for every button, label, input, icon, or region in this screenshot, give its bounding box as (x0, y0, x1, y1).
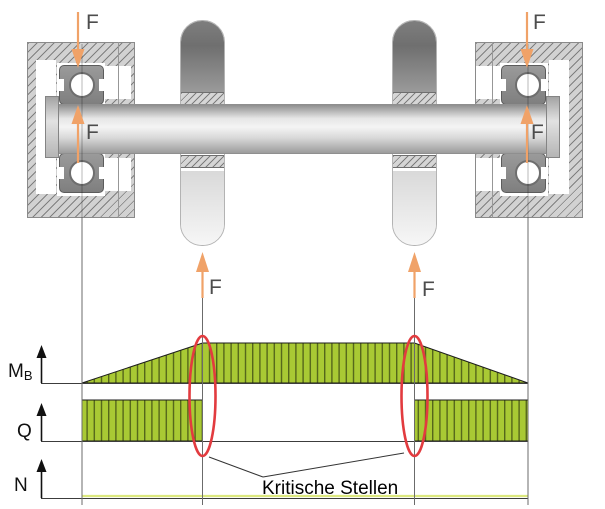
roller-left (180, 20, 225, 246)
bearing-race-notch (501, 79, 506, 91)
force-label: F (422, 278, 435, 301)
pointer-line (208, 456, 264, 478)
force-arrow-up-icon (408, 252, 421, 298)
roller-hatch-band (181, 155, 224, 168)
roller-bottom-section (393, 171, 436, 245)
force-arrow-up-icon (196, 252, 209, 298)
bearing-race-notch (59, 167, 64, 179)
critical-points-caption: Kritische Stellen (262, 478, 399, 499)
bearing-race-notch (99, 79, 104, 91)
shear-diagram-right-block (414, 399, 529, 442)
roller-bottom-section (181, 171, 224, 245)
moment-diagram-shape (81, 342, 529, 384)
bearing-race-notch (59, 79, 64, 91)
bearing-race-notch (541, 167, 546, 179)
force-arrow-up-icon (520, 105, 534, 163)
axis-arrow-icon (36, 459, 47, 472)
shear-axis-label: Q (17, 421, 32, 442)
critical-ellipse-icon (188, 334, 217, 458)
shaft (50, 104, 560, 154)
force-arrow-down-icon (71, 12, 85, 68)
force-label: F (531, 121, 544, 144)
housing-cavity (104, 158, 131, 191)
moment-axis-label-main: M (8, 361, 24, 382)
bearing-race-notch (501, 167, 506, 179)
bearing-ball (515, 72, 541, 98)
bearing-race-notch (99, 167, 104, 179)
shaft-end-cap-right (546, 96, 560, 158)
bearing-ball (69, 160, 95, 186)
axis-arrow-icon (36, 345, 47, 358)
bearing-race-notch (541, 79, 546, 91)
moment-axis-label: MB (8, 361, 33, 383)
housing-cavity (104, 66, 131, 99)
bearing-ball (69, 72, 95, 98)
pointer-line (262, 452, 405, 478)
force-arrow-down-icon (520, 12, 534, 68)
axis-arrow-icon (36, 403, 47, 416)
critical-ellipse-icon (400, 334, 429, 458)
roller-hatch-band (393, 155, 436, 168)
roller-top-section (181, 21, 224, 92)
moment-axis-label-sub: B (23, 368, 33, 383)
force-arrow-up-icon (71, 105, 85, 163)
roller-top-section (393, 21, 436, 92)
force-label: F (533, 11, 546, 34)
housing-cavity (476, 66, 503, 99)
force-label: F (86, 121, 99, 144)
shear-diagram-left-block (81, 399, 203, 442)
force-label: F (209, 276, 222, 299)
roller-right (392, 20, 437, 246)
force-label: F (86, 11, 99, 34)
housing-cavity (476, 158, 503, 191)
bearing-ball (515, 160, 541, 186)
shaft-end-cap-left (45, 96, 59, 158)
normal-axis-label: N (14, 475, 28, 496)
